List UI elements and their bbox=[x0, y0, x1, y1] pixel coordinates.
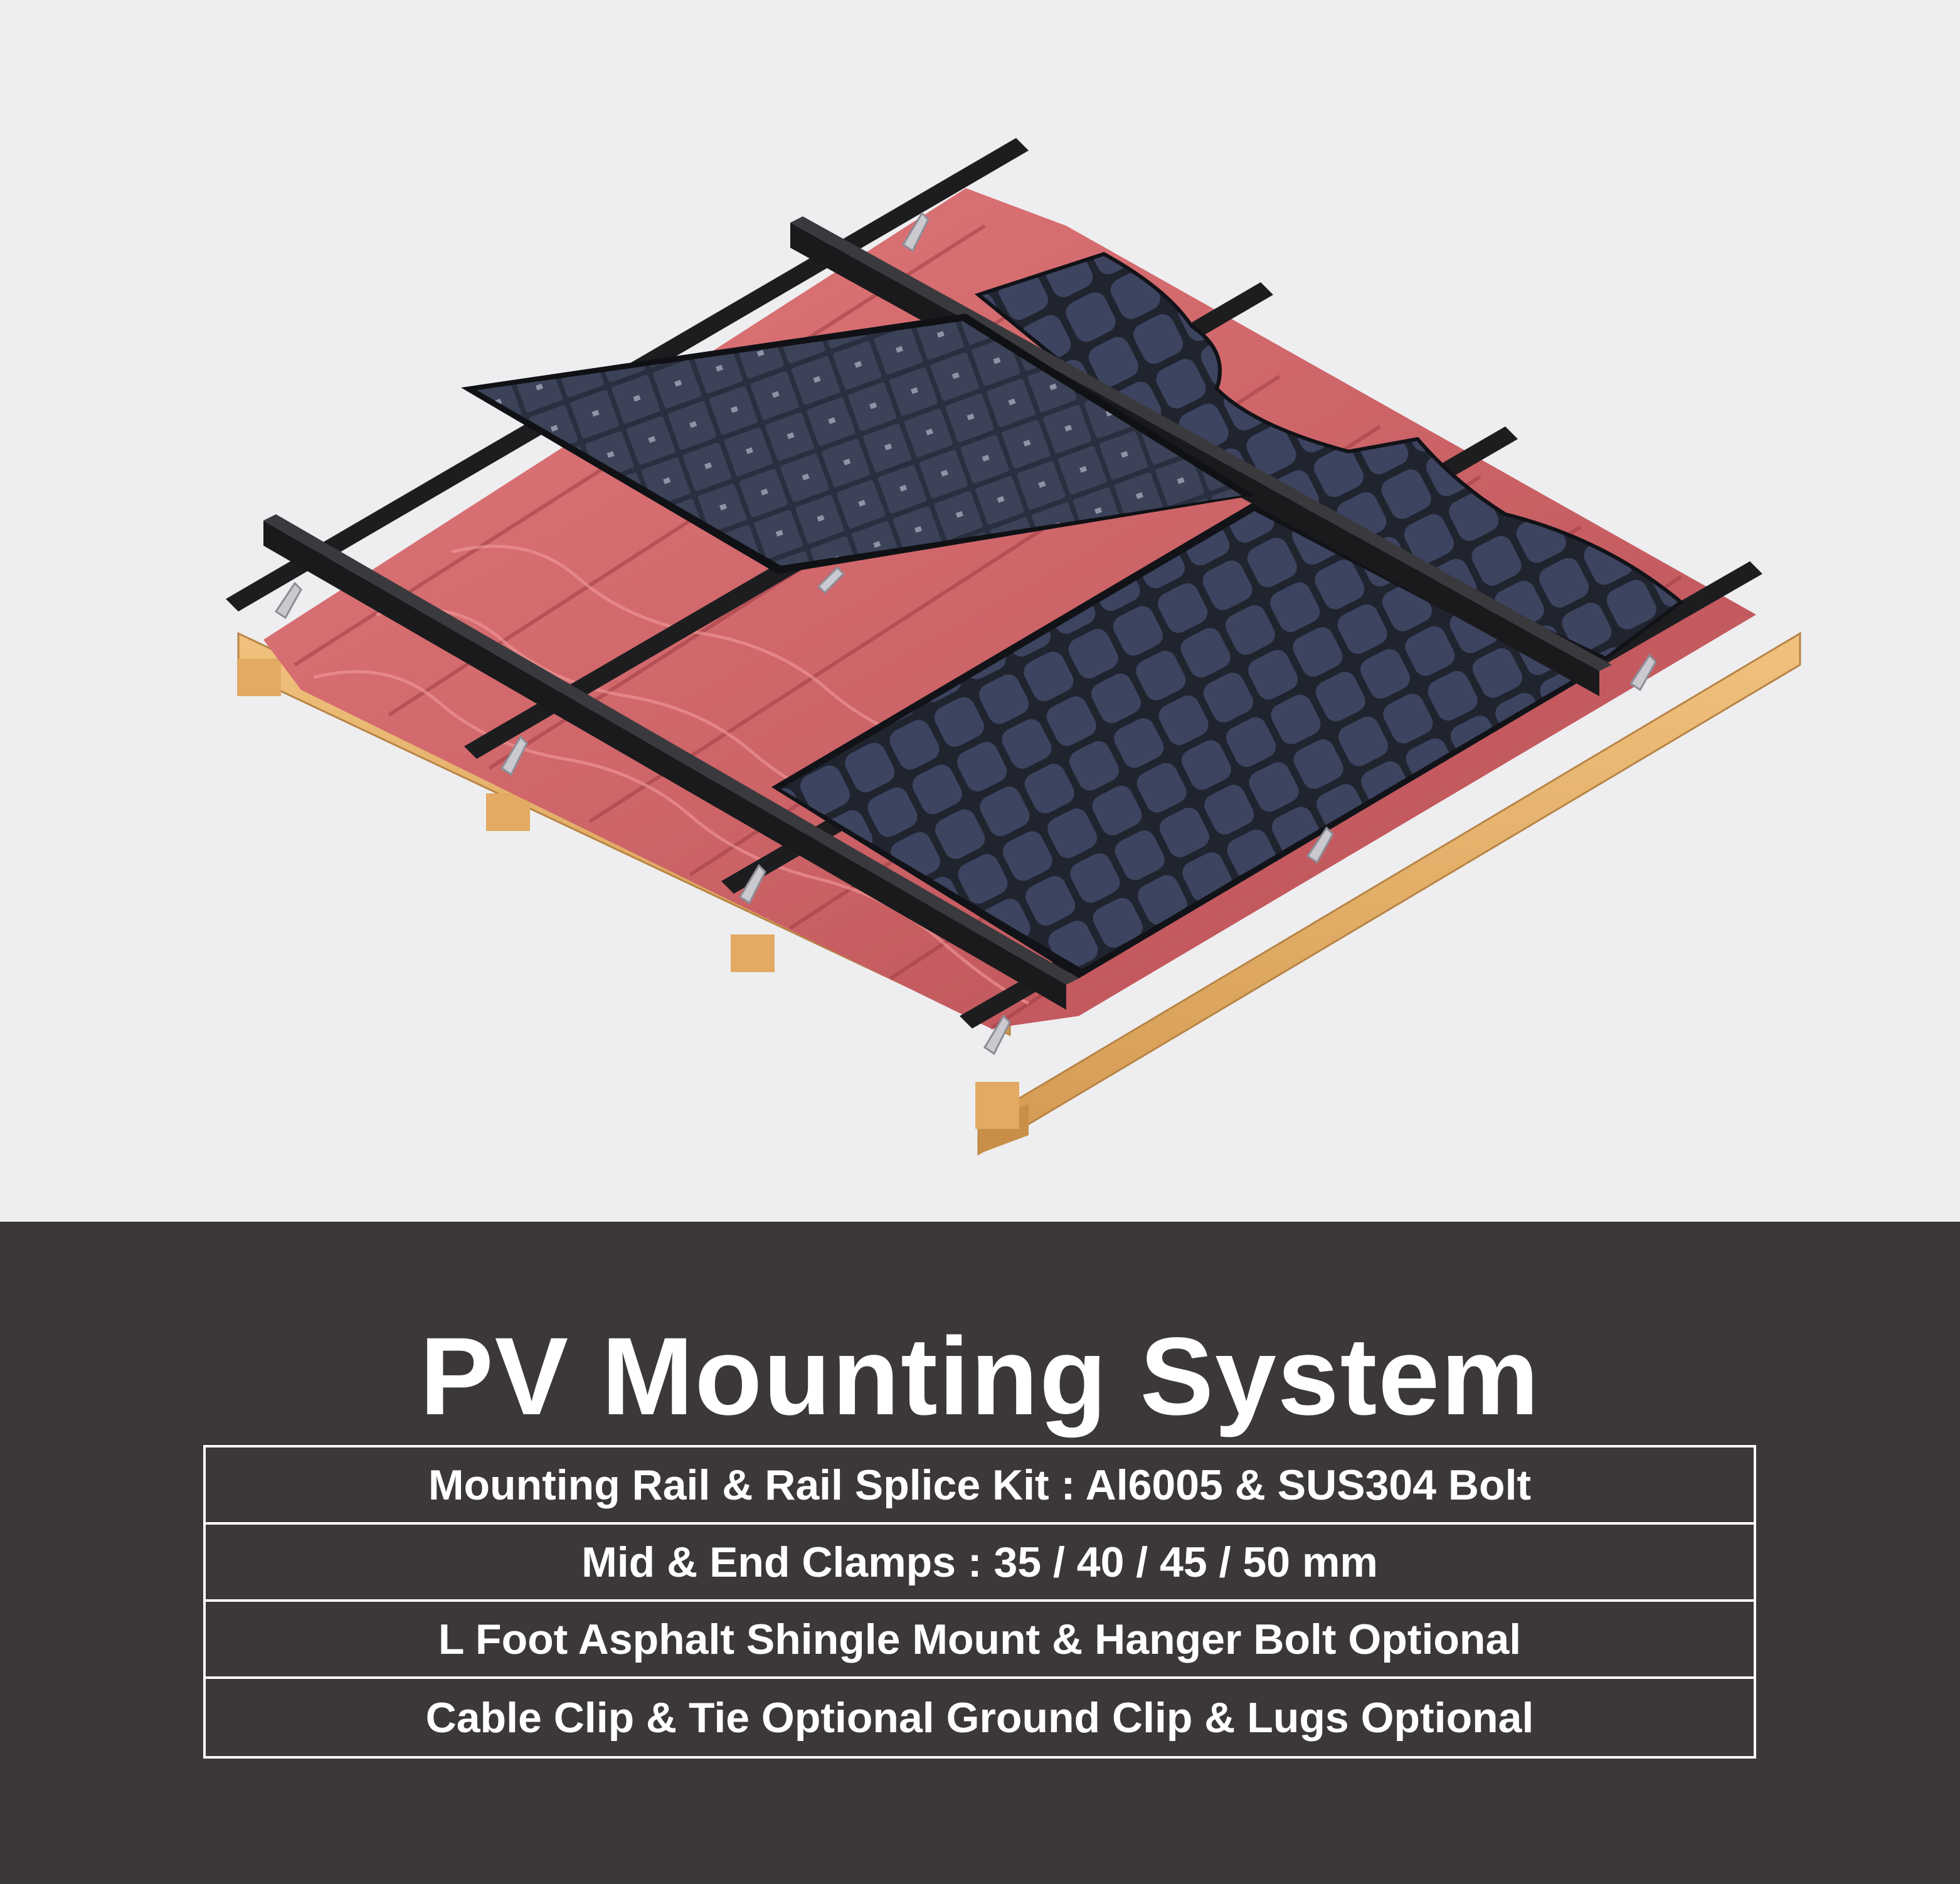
spec-row-l-foot: L Foot Asphalt Shingle Mount & Hanger Bo… bbox=[206, 1602, 1754, 1679]
info-panel bbox=[0, 1222, 1960, 1884]
page-title: PV Mounting System bbox=[420, 1315, 1540, 1438]
spec-row-cable-clip: Cable Clip & Tie Optional Ground Clip & … bbox=[425, 1693, 1534, 1742]
solar-panel-installed bbox=[771, 502, 1587, 978]
solar-panel-lifted bbox=[461, 314, 1254, 574]
spec-row-clamps: Mid & End Clamps : 35 / 40 / 45 / 50 mm bbox=[206, 1525, 1754, 1602]
spec-table: Mounting Rail & Rail Splice Kit : Al6005… bbox=[203, 1445, 1756, 1759]
product-illustration bbox=[226, 138, 1801, 1156]
solar-roof-icon bbox=[226, 138, 1801, 1156]
spec-row-rail: Mounting Rail & Rail Splice Kit : Al6005… bbox=[206, 1447, 1754, 1525]
solar-panel-upper bbox=[974, 251, 1684, 661]
l-foot-hooks bbox=[274, 211, 1657, 1056]
